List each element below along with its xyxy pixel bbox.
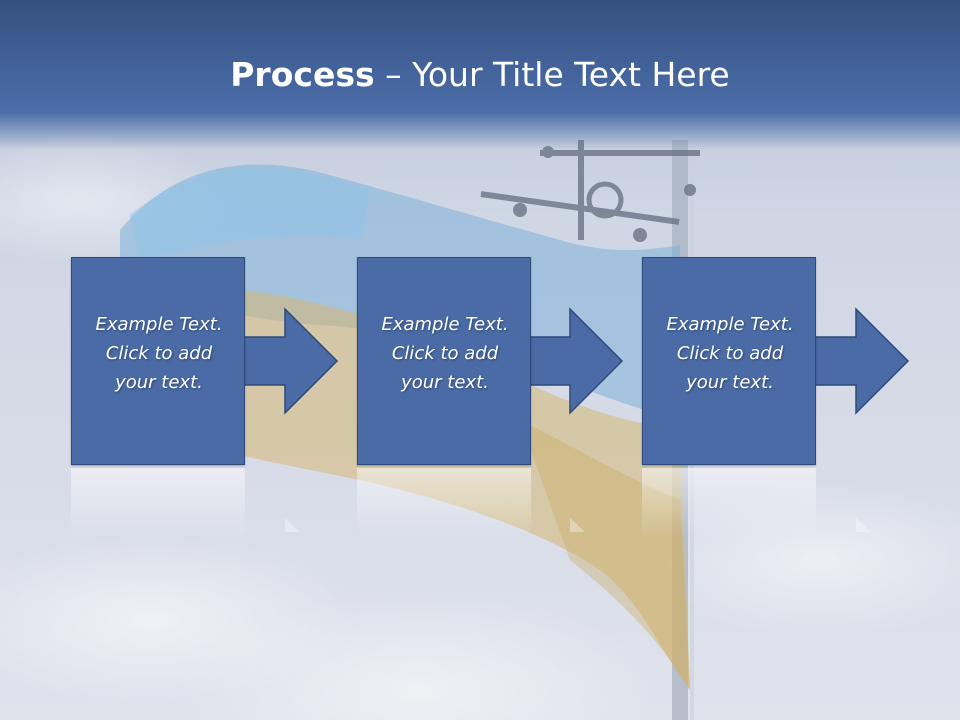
arrow-2 <box>528 307 624 415</box>
reflection-1 <box>71 468 245 538</box>
pole-ornament <box>480 140 700 242</box>
step-box-1[interactable]: Example Text. Click to add your text. <box>71 257 245 465</box>
step-text-3[interactable]: Example Text. Click to add your text. <box>643 310 817 397</box>
step-line: Click to add <box>391 343 499 364</box>
reflection-3 <box>642 468 816 538</box>
step-text-1[interactable]: Example Text. Click to add your text. <box>72 310 246 397</box>
title-rest-text: – Your Title Text Here <box>374 55 730 94</box>
title-bar <box>0 0 960 150</box>
step-line: Example Text. <box>381 314 509 335</box>
step-line: Click to add <box>676 343 784 364</box>
arrow-reflection-1 <box>285 518 300 532</box>
reflection-2 <box>357 468 531 538</box>
arrow-1 <box>243 307 339 415</box>
slide-title[interactable]: Process – Your Title Text Here <box>0 52 960 98</box>
step-line: Example Text. <box>666 314 794 335</box>
step-box-3[interactable]: Example Text. Click to add your text. <box>642 257 816 465</box>
arrow-3 <box>814 307 910 415</box>
title-bold-text: Process <box>230 55 375 94</box>
step-text-2[interactable]: Example Text. Click to add your text. <box>358 310 532 397</box>
arrow-reflection-3 <box>856 518 871 532</box>
step-line: Click to add <box>105 343 213 364</box>
step-line: your text. <box>115 372 203 393</box>
step-line: Example Text. <box>95 314 223 335</box>
step-box-2[interactable]: Example Text. Click to add your text. <box>357 257 531 465</box>
step-line: your text. <box>401 372 489 393</box>
arrow-reflection-2 <box>570 518 585 532</box>
step-line: your text. <box>686 372 774 393</box>
